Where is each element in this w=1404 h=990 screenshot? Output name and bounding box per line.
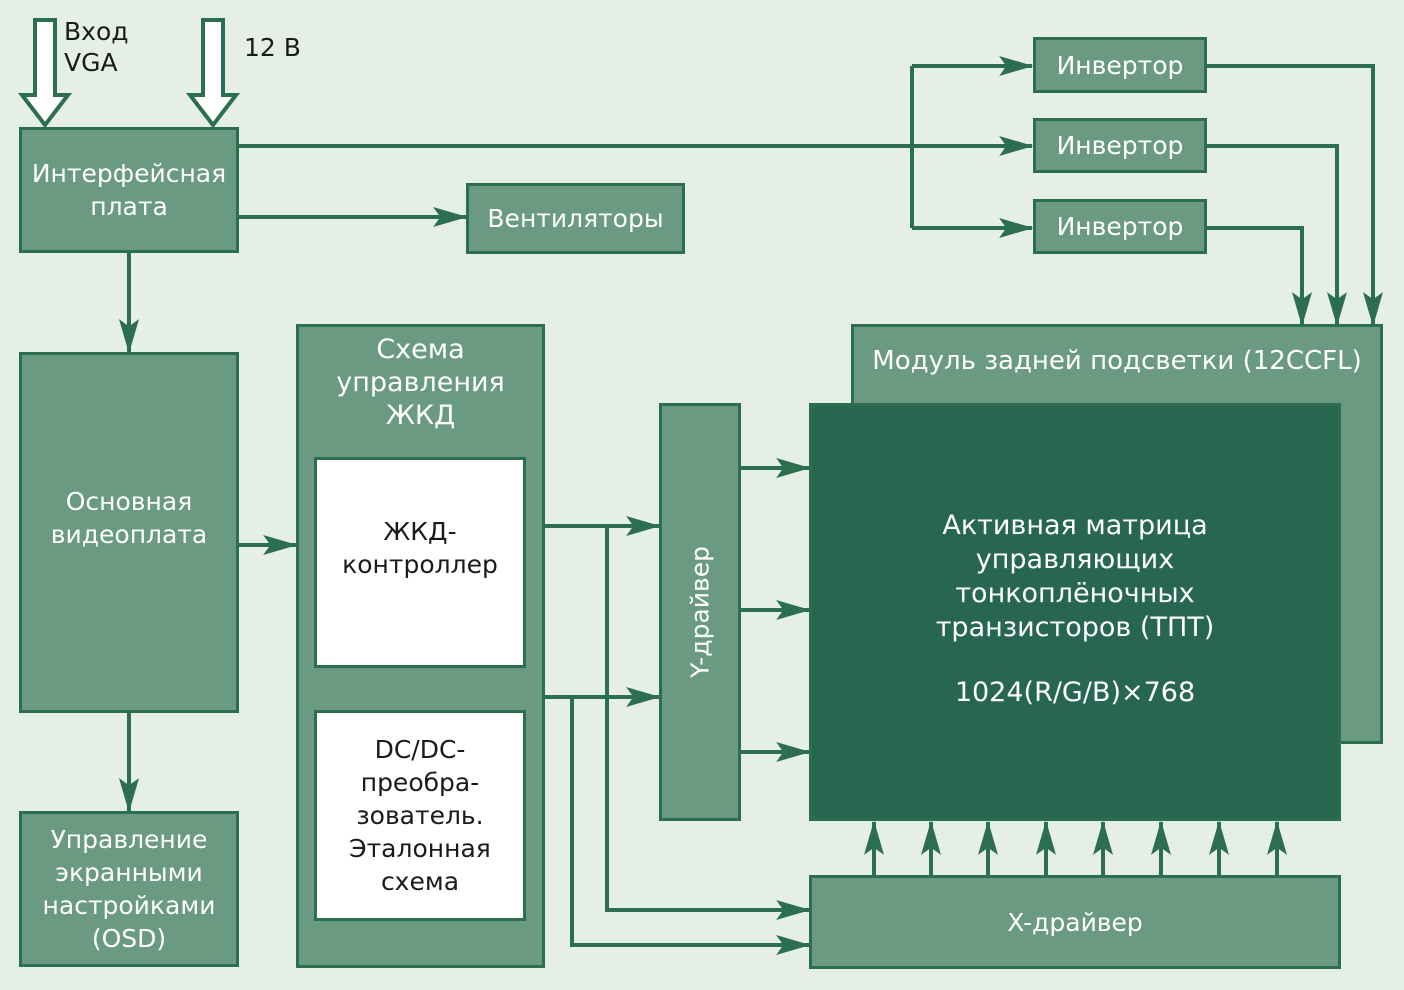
- lcd-controller-block: ЖКД- контроллер: [314, 457, 526, 668]
- arrow-inverter-3-to-backlight: [1206, 226, 1312, 327]
- vga-input-arrow: [17, 18, 73, 129]
- power-input-label: 12 В: [244, 33, 301, 62]
- inverter-3-block: Инвертор: [1033, 199, 1207, 254]
- dcdc-converter-block: DC/DC- преобра- зователь. Эталонная схем…: [314, 710, 526, 921]
- arrow-inverter-2-to-backlight: [1206, 144, 1347, 327]
- backlight-module-label: Модуль задней подсветки (12CCFL): [872, 346, 1362, 376]
- active-matrix-label: Активная матрица управляющих тонкоплёноч…: [935, 510, 1215, 643]
- arrow-lcd-to-xdriver-1: [605, 526, 811, 920]
- fans-block: Вентиляторы: [466, 183, 685, 254]
- power-input-arrow: [185, 18, 241, 129]
- inverter-1-block: Инвертор: [1033, 37, 1207, 93]
- arrows-xdriver-to-matrix: [864, 820, 1287, 877]
- main-video-board-block: Основная видеоплата: [19, 352, 239, 713]
- interface-board-block: Интерфейсная плата: [19, 127, 239, 253]
- osd-control-block: Управление экранными настройками (OSD): [19, 811, 239, 967]
- active-matrix-block: Активная матрица управляющих тонкоплёноч…: [809, 403, 1341, 821]
- y-driver-block: Y-драйвер: [659, 403, 741, 821]
- y-driver-label: Y-драйвер: [685, 545, 715, 679]
- inverter-2-block: Инвертор: [1033, 118, 1207, 173]
- arrow-lcd-to-xdriver-2: [570, 697, 811, 955]
- vga-input-label: Вход VGA: [64, 17, 129, 77]
- matrix-resolution-label: 1024(R/G/B)×768: [954, 677, 1196, 708]
- arrow-inverter-1-to-backlight: [1206, 64, 1383, 327]
- x-driver-block: X-драйвер: [809, 875, 1341, 969]
- lcd-control-circuit-title: Схема управления ЖКД: [336, 334, 505, 431]
